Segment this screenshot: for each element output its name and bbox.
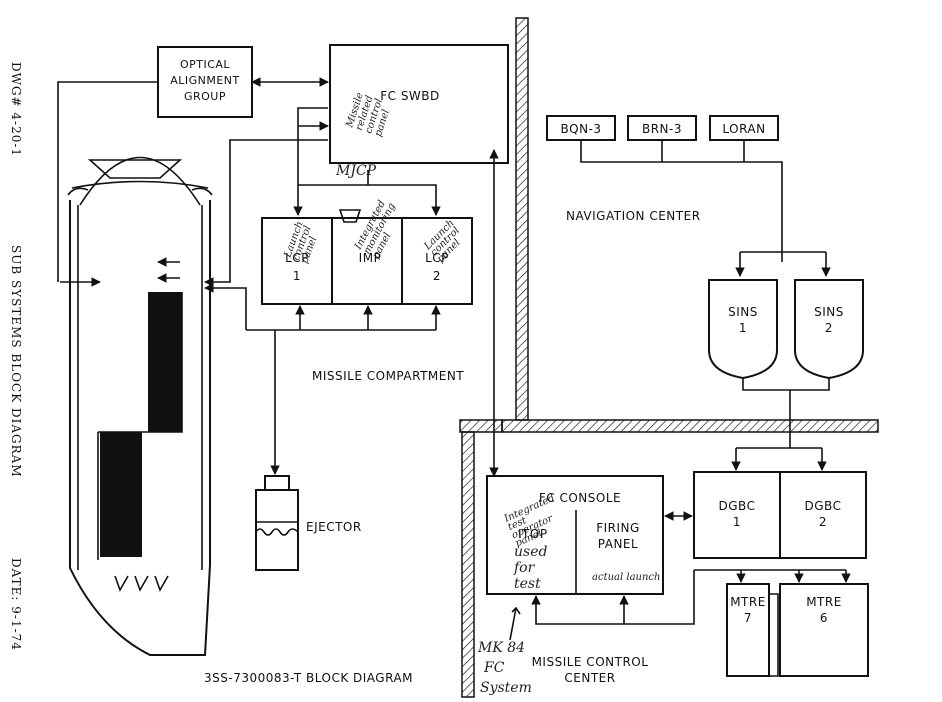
- dgbc2-label: DGBC: [805, 499, 842, 513]
- sins2-label: SINS: [814, 305, 844, 319]
- sins1-label: SINS: [728, 305, 758, 319]
- dgbc2-box: [779, 471, 867, 559]
- bulkhead-vertical-lower: [461, 431, 475, 698]
- mtre7-box: [726, 583, 770, 677]
- drawing-date: DATE: 9-1-74: [9, 558, 23, 651]
- missile-upper-body: [148, 292, 182, 432]
- lcp1-number: 1: [293, 269, 301, 283]
- missile-control-center-label-1: MISSILE CONTROL: [532, 655, 649, 669]
- loran-label: LORAN: [722, 122, 765, 136]
- sins2-box: [794, 279, 864, 380]
- mtre6-box: [779, 583, 869, 677]
- imp-label: IMP: [359, 251, 382, 265]
- drawing-title: SUB SYSTEMS BLOCK DIAGRAM: [9, 245, 23, 478]
- bulkhead-corner: [459, 419, 503, 433]
- bulkhead-horizontal: [501, 419, 879, 433]
- mk84-note-1: MK 84: [477, 640, 525, 656]
- mtre7-number: 7: [744, 611, 752, 625]
- missile-tube: [60, 156, 213, 656]
- firing-panel-label-1: FIRING: [596, 521, 640, 535]
- mtre6-label: MTRE: [806, 595, 842, 609]
- brn3-label: BRN-3: [642, 122, 682, 136]
- firing-actual-note: actual launch: [592, 572, 660, 583]
- fc-swbd-box: [329, 44, 509, 164]
- lcp2-number: 2: [433, 269, 441, 283]
- mtre7-label: MTRE: [730, 595, 766, 609]
- ejector-label: EJECTOR: [306, 520, 362, 534]
- itop-use-3: test: [514, 576, 541, 592]
- margin-text: DWG# 4-20-1 SUB SYSTEMS BLOCK DIAGRAM DA…: [9, 62, 23, 651]
- mk84-note-2: FC: [483, 660, 505, 676]
- dgbc1-label: DGBC: [719, 499, 756, 513]
- itop-use-1: used: [514, 544, 547, 560]
- mjcp-note: MJCP: [335, 163, 377, 179]
- itop-use-2: for: [513, 560, 536, 576]
- mtre6-number: 6: [820, 611, 828, 625]
- sins1-box: [708, 279, 778, 380]
- optical-label-3: GROUP: [184, 90, 226, 103]
- drawing-number: DWG# 4-20-1: [9, 62, 23, 157]
- bqn3-label: BQN-3: [560, 122, 601, 136]
- fc-console-label: FC CONSOLE: [539, 491, 621, 505]
- bulkhead-vertical-upper: [515, 17, 529, 421]
- missile-control-center-label-2: CENTER: [564, 671, 615, 685]
- lcp2-label: LCP: [425, 251, 449, 265]
- navigation-center-label: NAVIGATION CENTER: [566, 209, 701, 223]
- sins2-number: 2: [825, 321, 833, 335]
- block-diagram-caption: 3SS-7300083-T BLOCK DIAGRAM: [204, 671, 413, 685]
- lcp2-box: [401, 217, 473, 305]
- optical-label-2: ALIGNMENT: [170, 74, 240, 87]
- dgbc2-number: 2: [819, 515, 827, 529]
- firing-panel-label-2: PANEL: [598, 537, 638, 551]
- fc-console-box: [486, 475, 664, 595]
- itop-label: ITOP: [518, 527, 548, 541]
- missile-compartment-label: MISSILE COMPARTMENT: [312, 369, 464, 383]
- fc-swbd-label: FC SWBD: [380, 89, 440, 103]
- optical-label-1: OPTICAL: [180, 58, 230, 71]
- mk84-note-3: System: [480, 680, 532, 696]
- sins1-number: 1: [739, 321, 747, 335]
- missile-lower-body: [100, 432, 142, 557]
- mk84-pointer: [509, 606, 521, 641]
- lcp1-label: LCP: [285, 251, 309, 265]
- dgbc1-number: 1: [733, 515, 741, 529]
- ejector-symbol: [255, 475, 299, 571]
